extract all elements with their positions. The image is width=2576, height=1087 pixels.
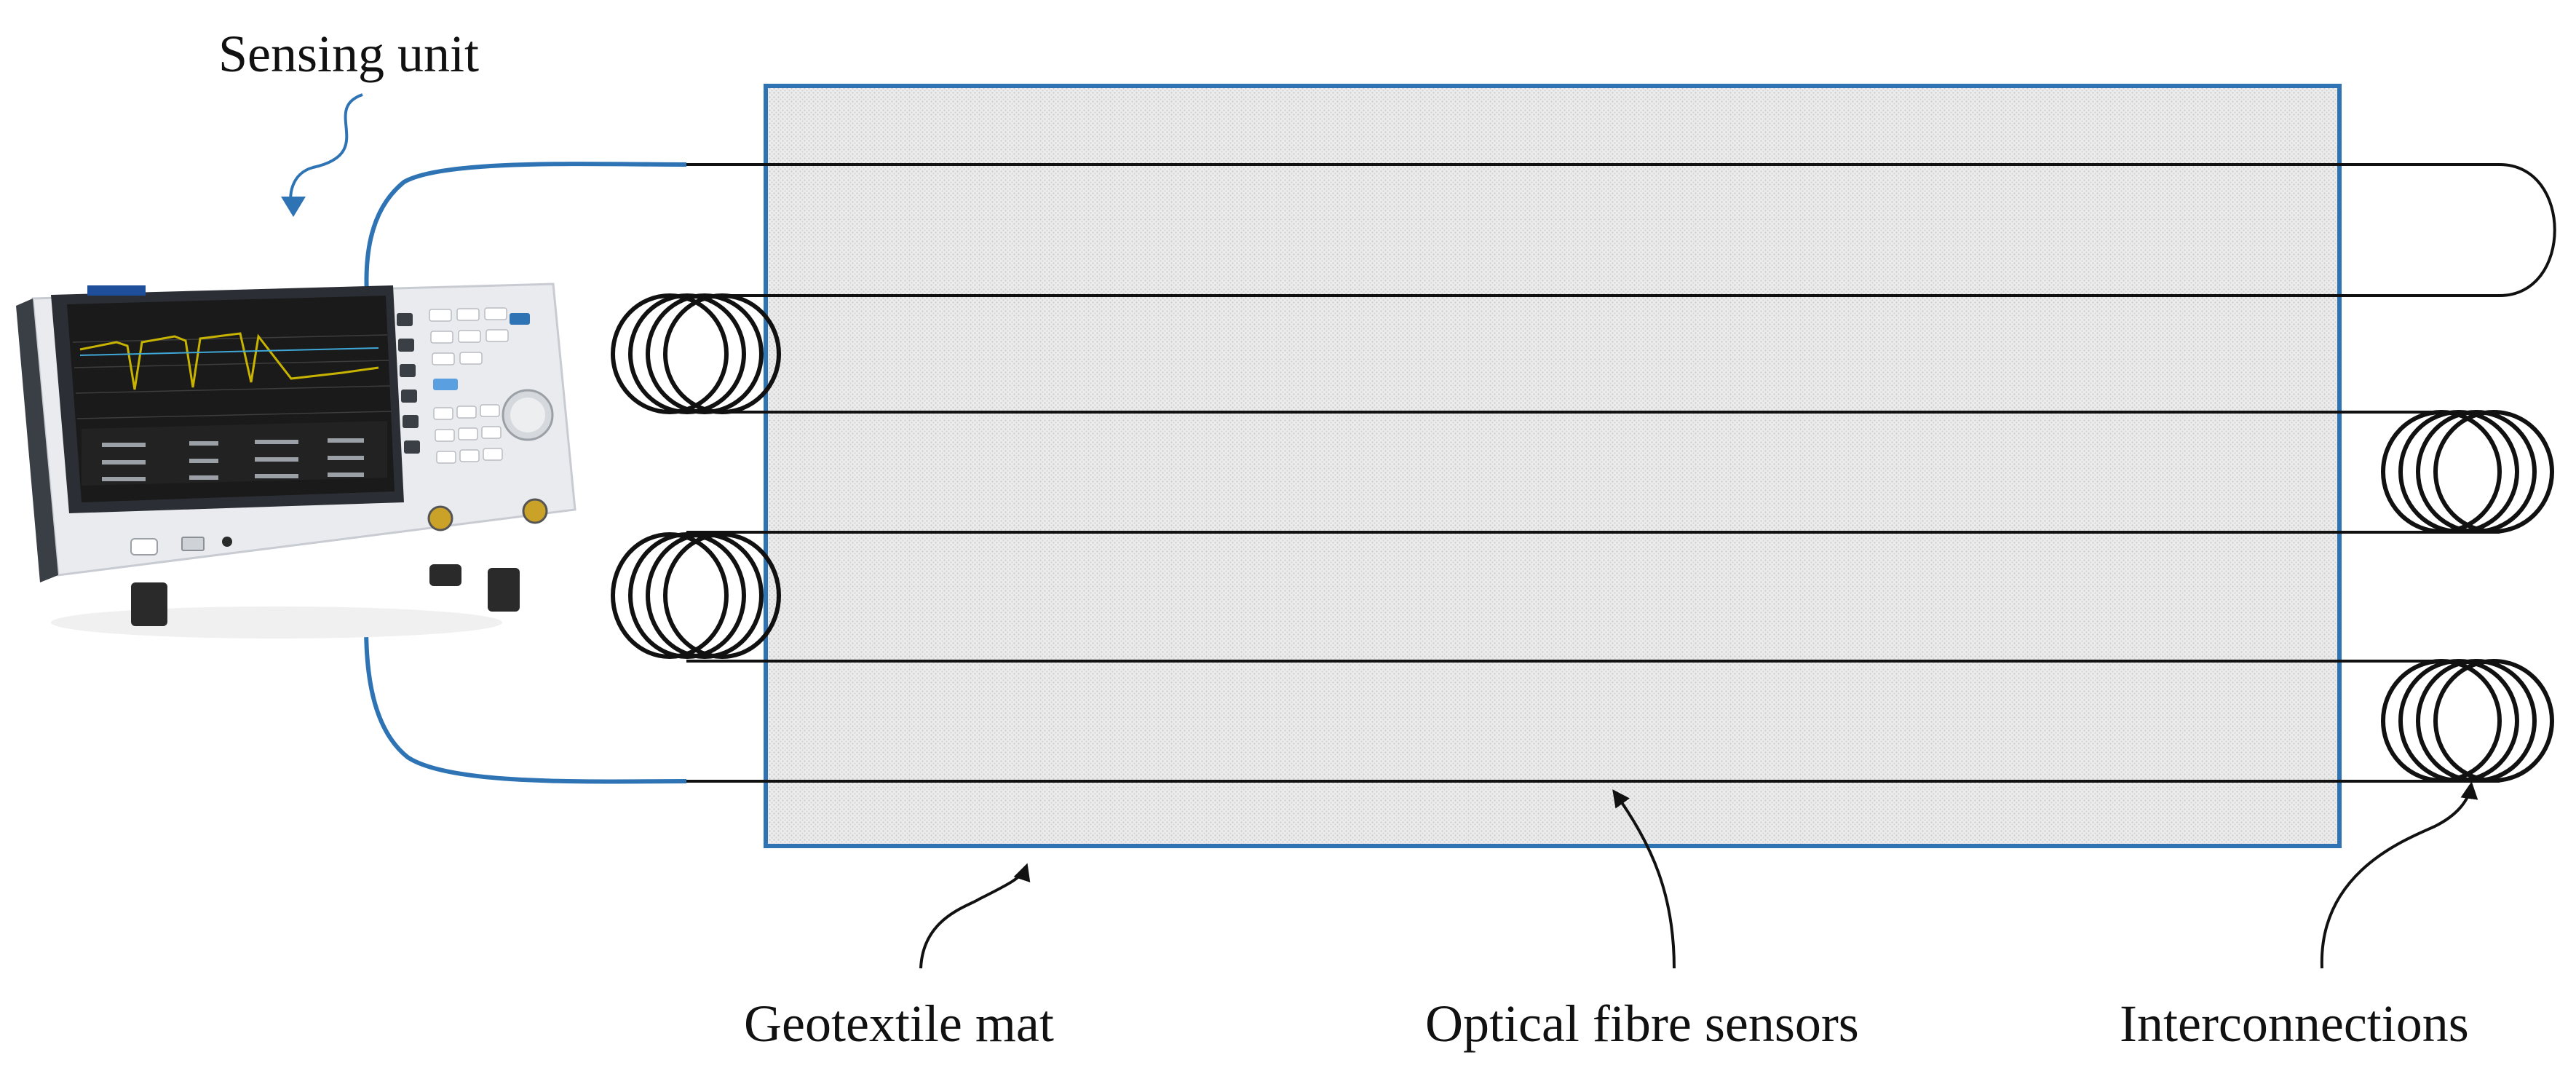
optical-fibre-sensors-label: Optical fibre sensors — [1425, 995, 1859, 1053]
fibre-loop-right — [2499, 163, 2556, 297]
fibre-sensor-arrow — [1612, 789, 1676, 969]
lead-cables — [364, 162, 687, 784]
fibre-coil-icon — [611, 532, 781, 659]
sensing-unit-arrow — [289, 93, 363, 212]
sensing-unit-arrowhead — [281, 197, 306, 217]
geotextile-mat — [764, 84, 2342, 848]
sensing-unit-label: Sensing unit — [218, 25, 480, 83]
lead-cable-top — [364, 162, 687, 307]
fibre-coil-icon — [611, 293, 781, 414]
geotextile-mat-label: Geotextile mat — [744, 995, 1054, 1053]
analyzer-trace — [79, 332, 379, 390]
geotextile-arrow — [919, 863, 1031, 969]
lead-cable-bottom — [364, 625, 687, 784]
interconnections-arrow — [2320, 781, 2478, 969]
interconnections-label: Interconnections — [2120, 995, 2469, 1053]
spectrum-analyzer-icon — [16, 282, 576, 639]
fibre-coil-icon — [2381, 410, 2554, 534]
optical-fibre-sensors — [686, 163, 2556, 783]
fibre-coil-icon — [2381, 659, 2554, 783]
